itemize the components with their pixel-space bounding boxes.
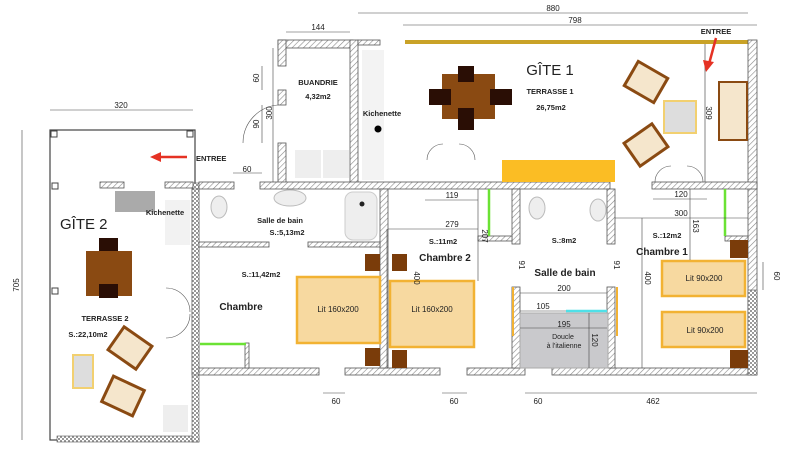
dim-279: 279 bbox=[445, 220, 459, 229]
fixtures bbox=[210, 50, 748, 369]
terrace-2-label: TERRASSE 2 bbox=[81, 314, 128, 323]
terrace-1-label: TERRASSE 1 bbox=[526, 87, 573, 96]
dim-60: 60 bbox=[772, 272, 781, 281]
sink-icon bbox=[273, 189, 307, 207]
bed-label: Lit 90x200 bbox=[686, 274, 723, 283]
dim-120: 120 bbox=[590, 333, 599, 347]
dim-120: 120 bbox=[674, 190, 688, 199]
gite-1-title: GÎTE 1 bbox=[526, 62, 574, 79]
bath-2-area: S.:8m2 bbox=[552, 236, 577, 245]
entrance-arrow-icon bbox=[707, 37, 718, 65]
dim-462: 462 bbox=[646, 397, 660, 406]
dim-207: 207 bbox=[480, 229, 489, 243]
dim-163: 163 bbox=[691, 219, 700, 233]
sink-counter bbox=[115, 191, 155, 212]
counter bbox=[502, 160, 615, 182]
chambre-1-title: Chambre 1 bbox=[636, 247, 688, 258]
dim-400: 400 bbox=[643, 271, 652, 285]
dim-195: 195 bbox=[557, 320, 571, 329]
buanderie-area: 4,32m2 bbox=[305, 92, 330, 101]
dim-300: 300 bbox=[265, 106, 274, 120]
dim-880: 880 bbox=[546, 4, 560, 13]
dim-705: 705 bbox=[12, 278, 21, 292]
chambre-area: S.:11,42m2 bbox=[242, 270, 281, 279]
shower-label-2: à l'italienne bbox=[547, 343, 582, 350]
bed-label: Lit 160x200 bbox=[317, 305, 359, 314]
kitchenette-2-label: Kichenette bbox=[146, 208, 184, 217]
dim-320: 320 bbox=[114, 101, 128, 110]
dim-798: 798 bbox=[568, 16, 582, 25]
chambre-2-title: Chambre 2 bbox=[419, 253, 471, 264]
walls bbox=[99, 39, 758, 376]
entrance-label: ENTREE bbox=[701, 27, 731, 36]
chambre-2-area: S.:11m2 bbox=[429, 237, 457, 246]
dim-200: 200 bbox=[557, 284, 571, 293]
dim-60: 60 bbox=[534, 397, 543, 406]
dim-91: 91 bbox=[612, 261, 621, 270]
terrace-2-area: S.:22,10m2 bbox=[68, 330, 107, 339]
kitchenette-1-label: Kichenette bbox=[363, 109, 401, 118]
terrace-2 bbox=[49, 129, 200, 443]
gite-2-title: GÎTE 2 bbox=[60, 216, 108, 233]
dim-144: 144 bbox=[311, 23, 325, 32]
toilet-icon bbox=[210, 195, 228, 219]
bed-chambre-1a: Lit 90x200 bbox=[660, 259, 747, 298]
bed-label: Lit 160x200 bbox=[411, 305, 453, 314]
bath-1-title: Salle de bain bbox=[257, 216, 303, 225]
pergola-beam bbox=[405, 40, 750, 44]
bed-label: Lit 90x200 bbox=[687, 326, 724, 335]
buanderie-title: BUANDRIE bbox=[298, 78, 338, 87]
dim-119: 119 bbox=[446, 191, 459, 200]
bath-2-title: Salle de bain bbox=[534, 268, 595, 279]
bed-chambre-2: Lit 160x200 bbox=[388, 279, 476, 349]
dim-300: 300 bbox=[674, 209, 688, 218]
bed-chambre-1b: Lit 90x200 bbox=[660, 310, 747, 349]
dim-90: 90 bbox=[252, 119, 261, 128]
dim-400: 400 bbox=[412, 271, 421, 285]
shower-area bbox=[519, 312, 609, 369]
bed-chambre: Lit 160x200 bbox=[295, 275, 382, 345]
dim-60: 60 bbox=[450, 397, 459, 406]
shower-label: Doucle bbox=[552, 334, 574, 341]
bath-1-area: S.:5,13m2 bbox=[269, 228, 304, 237]
chambre-1-area: S.:12m2 bbox=[653, 231, 682, 240]
dim-60: 60 bbox=[332, 397, 341, 406]
bathtub-icon bbox=[344, 191, 378, 241]
dim-309: 309 bbox=[704, 106, 713, 120]
chambre-title: Chambre bbox=[219, 302, 263, 313]
dim-60: 60 bbox=[243, 165, 252, 174]
terrace-1-area: 26,75m2 bbox=[536, 103, 566, 112]
dim-91: 91 bbox=[517, 261, 526, 270]
dim-60: 60 bbox=[252, 73, 261, 82]
dimension-lines bbox=[21, 12, 764, 440]
entrance-label: ENTREE bbox=[196, 154, 226, 163]
dim-105: 105 bbox=[536, 302, 550, 311]
